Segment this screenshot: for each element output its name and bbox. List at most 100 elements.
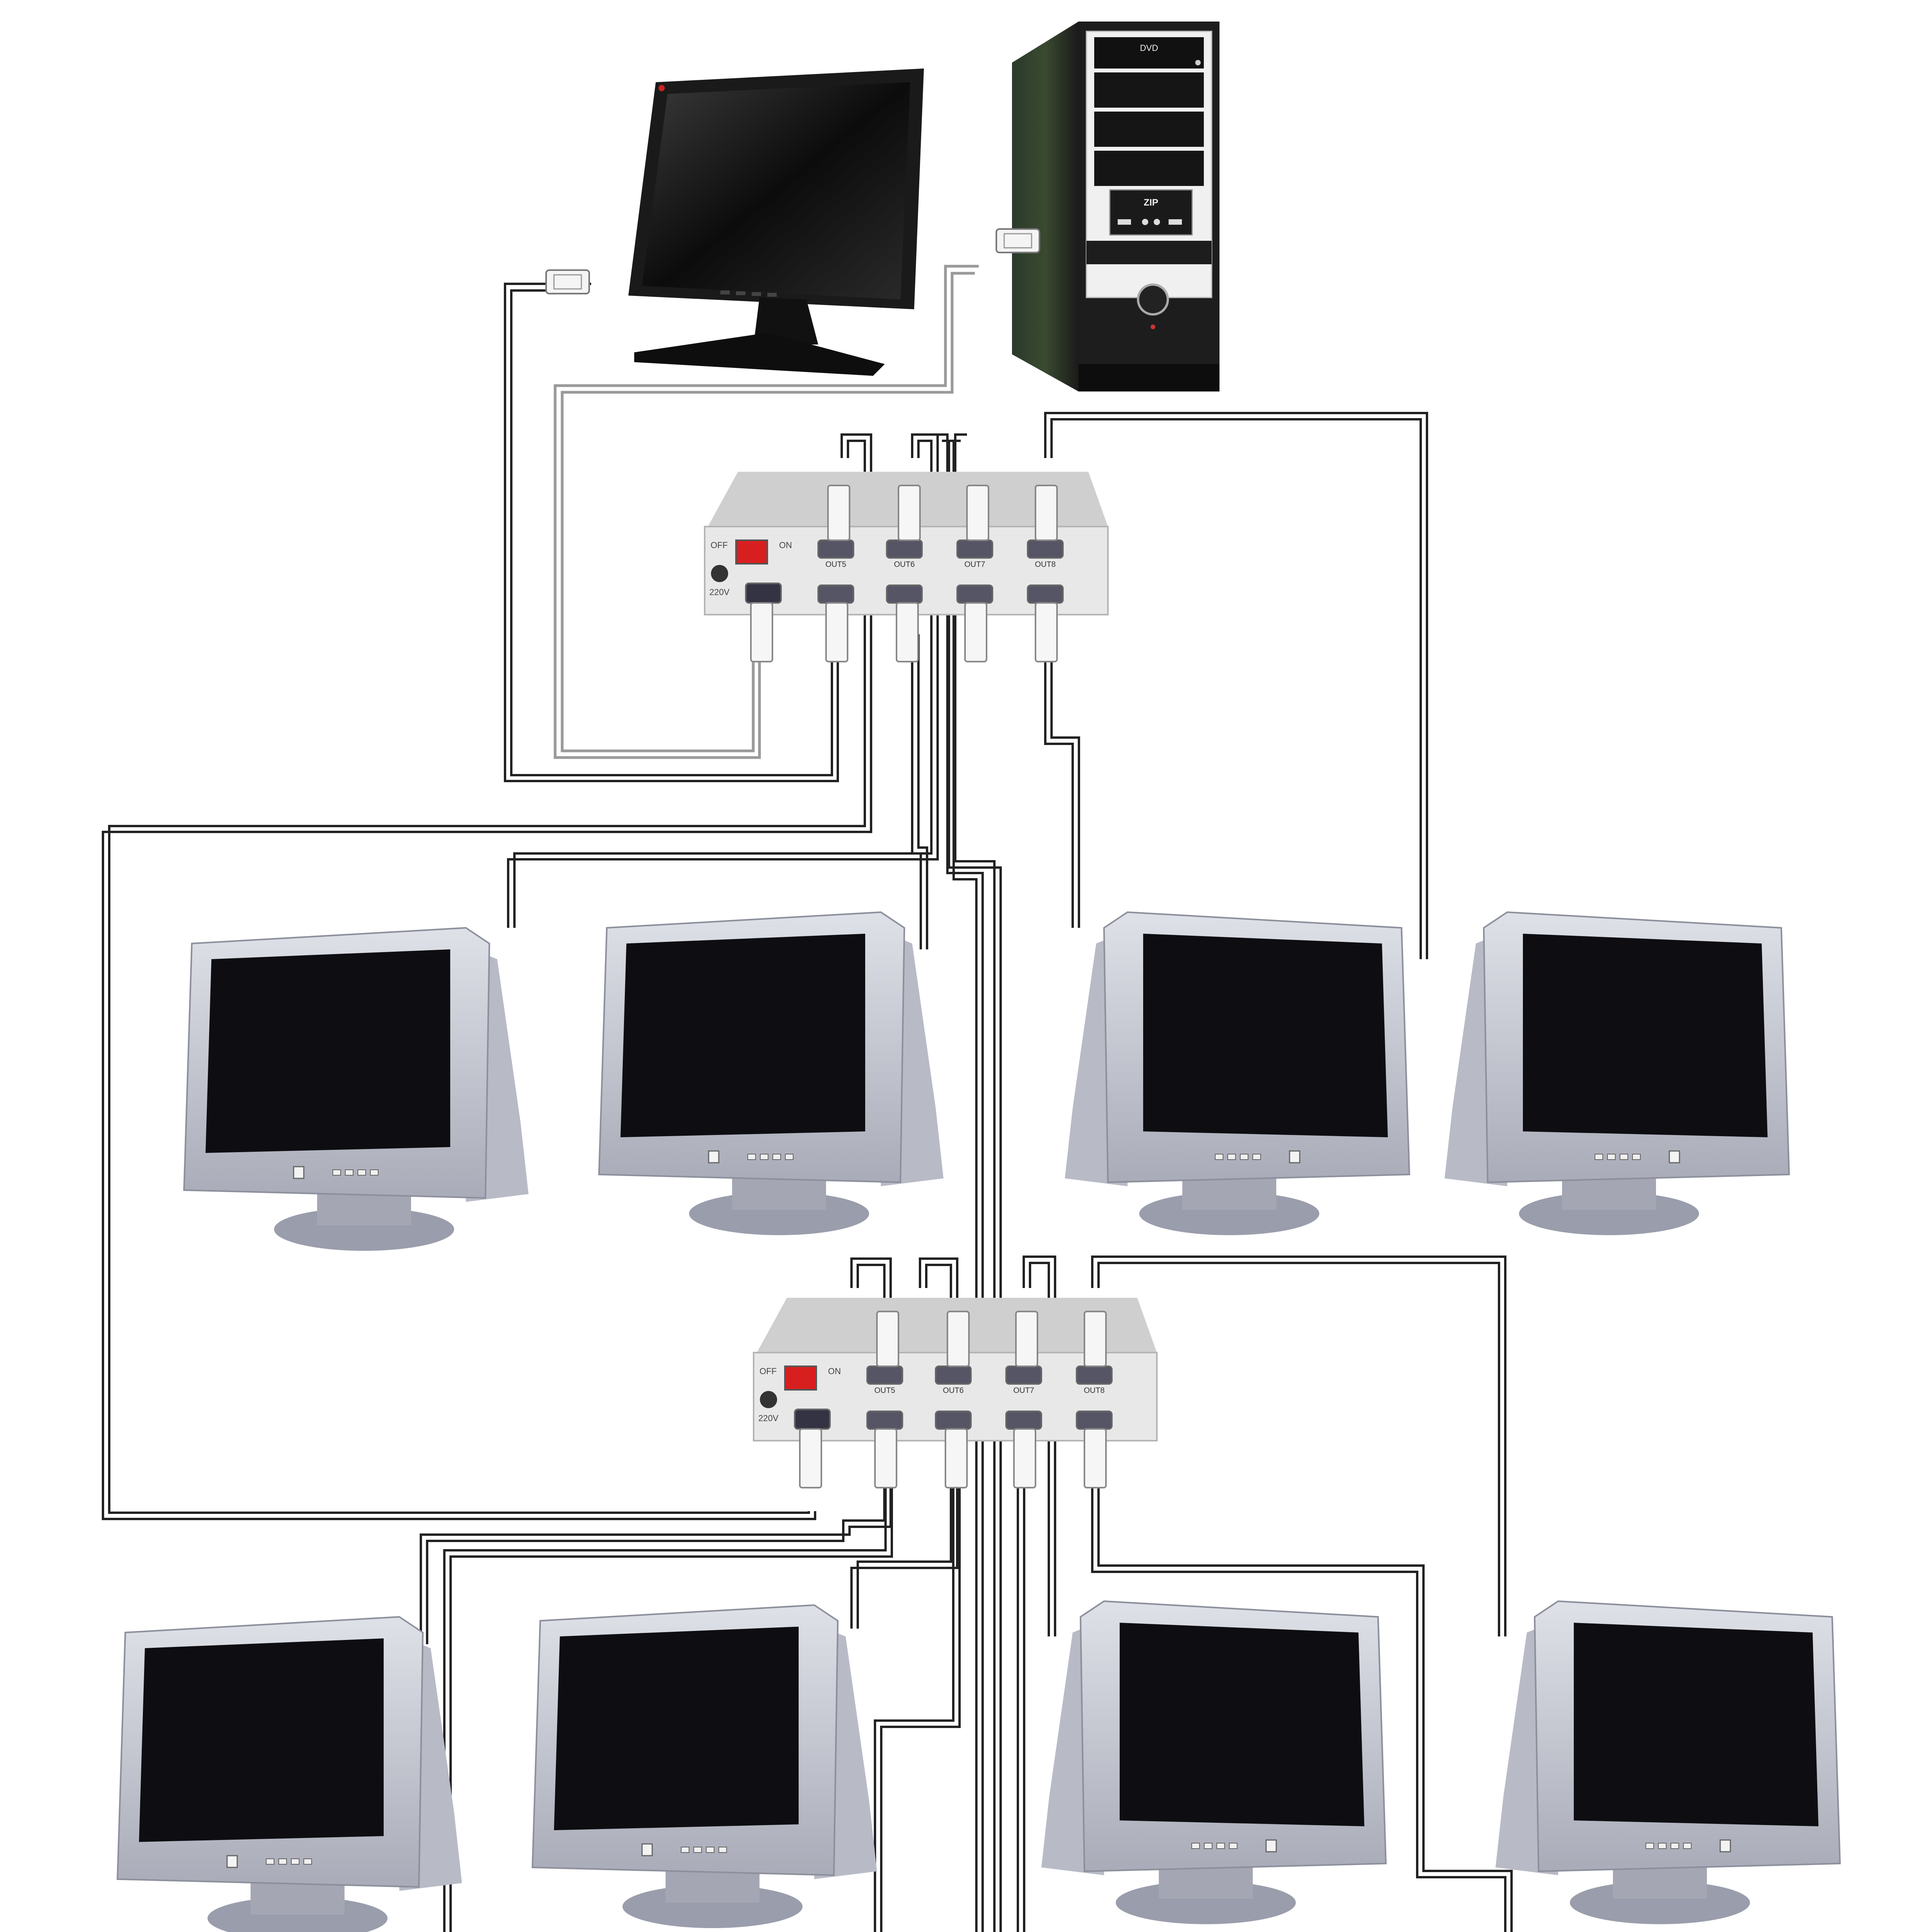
crt-control-button[interactable] (772, 1154, 781, 1160)
crt-monitors (116, 911, 1841, 1932)
lcd-buttons (720, 290, 777, 297)
crt-control-button[interactable] (1216, 1843, 1225, 1849)
crt-screen (1120, 1623, 1364, 1826)
crt-control-button[interactable] (370, 1169, 379, 1176)
crt-power-button[interactable] (708, 1150, 720, 1164)
switch-on-label: ON (779, 540, 792, 550)
crt-control-button[interactable] (760, 1154, 768, 1160)
usb-ports-icon (1118, 219, 1182, 225)
crt-power-button[interactable] (293, 1166, 305, 1179)
vga-plugs-bottom (799, 1428, 1107, 1488)
vga-connector-icon (996, 228, 1040, 253)
pc-tower: DVD ZIP (996, 22, 1219, 391)
crt-screen (554, 1627, 799, 1830)
crt-screen (206, 949, 450, 1153)
crt-control-button[interactable] (706, 1847, 714, 1853)
vga-splitter-1: OFF ON 220V OUT5 OUT6 OUT7 OUT8 (704, 472, 1109, 662)
crt-control-button[interactable] (1204, 1843, 1212, 1849)
vga-input-port[interactable] (745, 583, 782, 604)
cable-splitter2-to-bottom-left (443, 1464, 893, 1932)
crt-control-button[interactable] (1658, 1843, 1667, 1849)
power-switch[interactable] (735, 539, 768, 565)
cable-splitter1-to-crt1 (507, 433, 939, 928)
crt-monitor (531, 1604, 877, 1928)
vga-output-ports-top[interactable] (866, 1366, 1113, 1385)
crt-power-button[interactable] (641, 1843, 653, 1856)
lcd-base (634, 333, 885, 376)
crt-neck (732, 1178, 826, 1210)
crt-neck (1159, 1867, 1253, 1899)
crt-neck (1613, 1867, 1707, 1899)
cable-splitter1-to-crt2 (911, 634, 928, 949)
crt-power-button[interactable] (1265, 1839, 1277, 1853)
power-button-icon[interactable] (1137, 283, 1169, 316)
switch-on-label: ON (828, 1366, 841, 1376)
lcd-monitor (545, 69, 924, 376)
crt-control-button[interactable] (291, 1858, 299, 1865)
crt-power-button[interactable] (226, 1855, 238, 1868)
cable-splitter2-to-bottom-mid (874, 1464, 961, 1932)
cable-lcd-to-splitter1 (504, 283, 839, 782)
out6-label: OUT6 (894, 560, 915, 569)
vga-output-ports-top[interactable] (817, 539, 1064, 559)
crt-control-button[interactable] (332, 1169, 341, 1176)
crt-control-button[interactable] (693, 1847, 702, 1853)
crt-control-button[interactable] (1632, 1154, 1641, 1160)
cable-pc-to-splitter1 (554, 265, 979, 759)
crt-monitor (1041, 1600, 1387, 1924)
crt-control-button[interactable] (1620, 1154, 1628, 1160)
crt-control-button[interactable] (1191, 1843, 1200, 1849)
crt-control-button[interactable] (747, 1154, 756, 1160)
vga-output-ports-bottom[interactable] (817, 584, 1064, 604)
crt-control-button[interactable] (1607, 1154, 1616, 1160)
out7-label: OUT7 (1013, 1386, 1034, 1395)
zip-panel (1109, 189, 1193, 236)
crt-monitor (1065, 911, 1411, 1235)
cable-splitter1-to-crt3 (1044, 634, 1080, 928)
crt-control-button[interactable] (345, 1169, 354, 1176)
switch-off-label: OFF (759, 1366, 777, 1376)
lcd-neck (754, 298, 818, 345)
crt-control-button[interactable] (357, 1169, 366, 1176)
drive-bay-3 (1094, 112, 1204, 147)
out7-label: OUT7 (964, 560, 985, 569)
vga-plugs-top (876, 1311, 1107, 1367)
power-label: 220V (758, 1413, 779, 1423)
crt-control-button[interactable] (303, 1858, 312, 1865)
crt-control-button[interactable] (1240, 1154, 1248, 1160)
crt-control-button[interactable] (266, 1858, 274, 1865)
vga-plugs-bottom (750, 602, 1058, 662)
crt-neck (1562, 1178, 1656, 1210)
crt-control-button[interactable] (1229, 1843, 1237, 1849)
crt-control-button[interactable] (681, 1847, 689, 1853)
crt-control-button[interactable] (718, 1847, 727, 1853)
crt-control-button[interactable] (1595, 1154, 1603, 1160)
crt-power-button[interactable] (1289, 1150, 1301, 1164)
crt-control-button[interactable] (1645, 1843, 1654, 1849)
cable-splitter2-to-crt8 (1091, 1256, 1506, 1636)
switch-off-label: OFF (711, 540, 728, 550)
lcd-logo-icon (658, 85, 665, 91)
crt-control-button[interactable] (1215, 1154, 1223, 1160)
drive-bay-4 (1094, 151, 1204, 186)
cable-splitter2-to-crt5 (420, 1257, 892, 1644)
power-label: 220V (709, 587, 730, 597)
crt-control-button[interactable] (278, 1858, 287, 1865)
power-switch[interactable] (784, 1366, 817, 1391)
crt-control-button[interactable] (1227, 1154, 1236, 1160)
vga-input-port[interactable] (794, 1409, 831, 1430)
crt-control-button[interactable] (1683, 1843, 1692, 1849)
crt-power-button[interactable] (1669, 1150, 1680, 1164)
crt-neck (251, 1883, 345, 1914)
crt-control-button[interactable] (785, 1154, 794, 1160)
out5-label: OUT5 (825, 560, 846, 569)
vga-plugs-top (827, 485, 1058, 541)
power-jack-icon (711, 565, 728, 582)
crt-screen (1523, 934, 1768, 1137)
cable-splitter1-trunk (936, 433, 1002, 1932)
crt-power-button[interactable] (1719, 1839, 1731, 1853)
crt-control-button[interactable] (1252, 1154, 1261, 1160)
crt-control-button[interactable] (1670, 1843, 1679, 1849)
cables (102, 265, 1513, 1932)
crt-screen (1143, 934, 1388, 1137)
